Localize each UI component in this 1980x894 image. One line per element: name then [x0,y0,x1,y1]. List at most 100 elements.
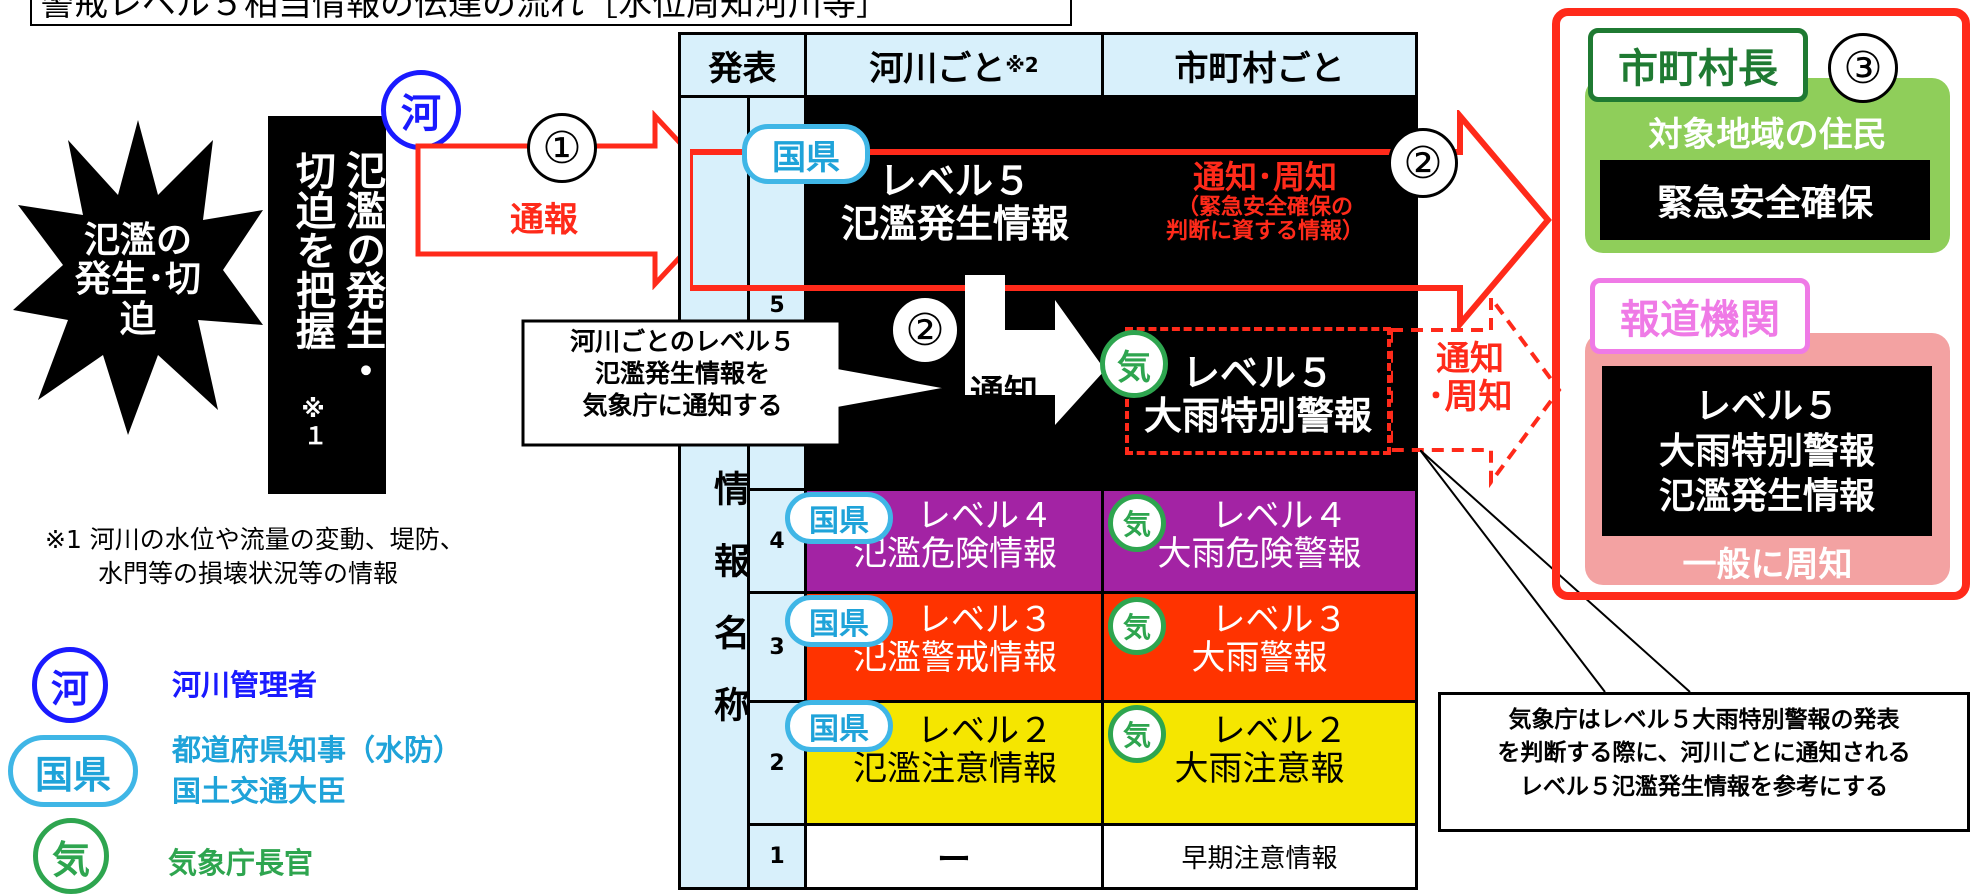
city-level3-line1: レベル３ [1211,600,1348,640]
report-label: 通報 [510,200,578,240]
kokuken-badge-level5: 国県 [742,124,870,184]
legend-kawa-text: 河川管理者 [172,668,318,702]
legend-kokuken-line2: 国土交通大臣 [172,773,347,808]
media-dashed-text: 通知 ･周知 [1415,340,1525,416]
river-level5-line2: 氾濫発生情報 [840,201,1069,246]
notify-publicize-arrow [690,110,1552,330]
notify-label: 通知 [970,373,1038,413]
media-title: 報道機関 [1590,278,1810,354]
step-2b-icon: ② [890,295,960,365]
callout-right-text: 気象庁はレベル５大雨特別警報の発表 を判断する際に、河川ごとに通知される レベル… [1442,704,1966,804]
step-2-icon: ② [1388,128,1458,198]
burst-line-2: 発生･切 [74,259,201,301]
legend-ki-text: 気象庁長官 [168,846,314,880]
side-label-text: 情報名称 [708,470,749,758]
callout-left-text: 河川ごとのレベル５ 氾濫発生情報を 気象庁に通知する [530,326,835,422]
callout-right-line1: 気象庁はレベル５大雨特別警報の発表 [1508,707,1900,733]
notify-publicize-line1: 通知･周知 [1192,158,1337,196]
grasp-box-note: ※１ [299,395,327,447]
city-level5-text: レベル５ 大雨特別警報 [1130,352,1386,437]
footnote: ※1 河川の水位や流量の変動、堤防、 水門等の損壊状況等の情報 [45,523,465,591]
ki-badge-level2: 気 [1108,705,1166,763]
callout-right-line3: レベル５氾濫発生情報を参考にする [1519,773,1889,800]
river-level3-line1: レベル３ [917,600,1053,640]
recipients-frame [1552,8,1970,600]
river-level2-text: レベル２ 氾濫注意情報 [810,712,1100,788]
notify-publicize-text: 通知･周知 （緊急安全確保の 判断に資する情報） [1130,158,1400,245]
city-level4-text: レベル４ 大雨危険警報 [1106,497,1413,573]
ki-badge-level3: 気 [1108,597,1166,655]
river-level5-text: レベル５ 氾濫発生情報 [810,160,1100,245]
grasp-box-col1: 氾濫の発生・ [339,150,385,390]
media-dashed-line2: ･周知 [1427,377,1513,418]
city-level1-cell: 早期注意情報 [1101,823,1418,890]
city-level2-line2: 大雨注意報 [1174,749,1345,790]
media-info-box: レベル５ 大雨特別警報 氾濫発生情報 [1602,366,1932,536]
emergency-safety-label: 緊急安全確保 [1600,160,1930,240]
level-4-num: 4 [747,488,807,594]
city-level5-line1: レベル５ [1181,351,1334,395]
legend-kokuken-text: 都道府県知事（水防） 国土交通大臣 [172,730,462,811]
side-label: 情報名称 [688,470,749,758]
level-1-num: 1 [747,823,807,890]
header-river: 河川ごと※2 [804,32,1104,98]
river-level3-line2: 氾濫警戒情報 [853,638,1057,679]
river-level4-line2: 氾濫危険情報 [853,534,1057,575]
media-line3: 氾濫発生情報 [1658,475,1875,517]
header-happyo: 発表 [678,32,807,98]
flood-burst-text: 氾濫の 発生･切 迫 [48,205,228,355]
callout-left-line3: 気象庁に通知する [582,391,783,420]
burst-line-3: 迫 [119,298,156,340]
city-level5-line2: 大雨特別警報 [1143,393,1372,438]
river-level2-line1: レベル２ [917,711,1053,751]
callout-right-line2: を判断する際に、河川ごとに通知される [1497,740,1911,767]
grasp-box [268,116,386,494]
header-city: 市町村ごと [1101,32,1418,98]
callout-left-line1: 河川ごとのレベル５ [570,327,795,356]
legend-kokuken-line1: 都道府県知事（水防） [172,733,463,767]
kawa-icon: 河 [381,70,461,150]
callout-left-bubble [521,319,951,447]
mayor-title: 市町村長 [1588,28,1808,102]
page-title: 警戒レベル５相当情報の伝達の流れ［水位周知河川等］ [30,0,1072,26]
city-level4-line1: レベル４ [1211,496,1348,536]
river-level4-text: レベル４ 氾濫危険情報 [810,497,1100,573]
media-dashed-arrow [1391,291,1562,489]
ki-badge-level4: 気 [1108,494,1166,552]
callout-right-box [1438,692,1970,832]
step-3-icon: ③ [1828,33,1898,103]
grasp-box-col2: 切迫を把握 [289,150,335,350]
step-1-icon: ① [527,113,597,183]
residents-label: 対象地域の住民 [1648,114,1887,155]
media-line2: 大雨特別警報 [1658,430,1875,472]
media-line1: レベル５ [1694,385,1839,427]
kokuken-badge-level4: 国県 [785,492,893,544]
river-level4-line1: レベル４ [917,496,1053,536]
footnote-line1: ※1 河川の水位や流量の変動、堤防、 [45,525,465,554]
flood-burst-shape [13,120,263,435]
burst-line-1: 氾濫の [83,219,192,261]
city-level5-cell [1101,95,1418,491]
ki-badge-level5: 気 [1100,330,1168,398]
city-level3-line2: 大雨警報 [1191,638,1328,679]
legend-kawa-icon: 河 [32,647,108,723]
city-level2-text: レベル２ 大雨注意報 [1106,712,1413,788]
notify-publicize-line3: 判断に資する情報） [1165,219,1364,245]
media-footer: 一般に周知 [1682,544,1853,585]
callout-left-line2: 氾濫発生情報を [594,359,770,388]
legend-ki-icon: 気 [33,818,109,894]
legend-kokuken-icon: 国県 [8,735,138,807]
city-level3-text: レベル３ 大雨警報 [1106,601,1413,677]
river-level3-text: レベル３ 氾濫警戒情報 [810,601,1100,677]
header-river-label: 河川ごと [869,48,1006,89]
footnote-line2: 水門等の損壊状況等の情報 [98,558,399,588]
river-level2-line2: 氾濫注意情報 [853,749,1057,790]
notify-arrow [965,275,1105,425]
river-level5-line1: レベル５ [878,159,1031,203]
kokuken-badge-level3: 国県 [785,595,893,647]
river-level1-cell: ー [804,823,1104,890]
kokuken-badge-level2: 国県 [785,700,893,752]
city-level4-line2: 大雨危険警報 [1157,534,1362,575]
notify-publicize-line2: （緊急安全確保の [1176,194,1353,220]
city-level2-line1: レベル２ [1211,711,1348,751]
